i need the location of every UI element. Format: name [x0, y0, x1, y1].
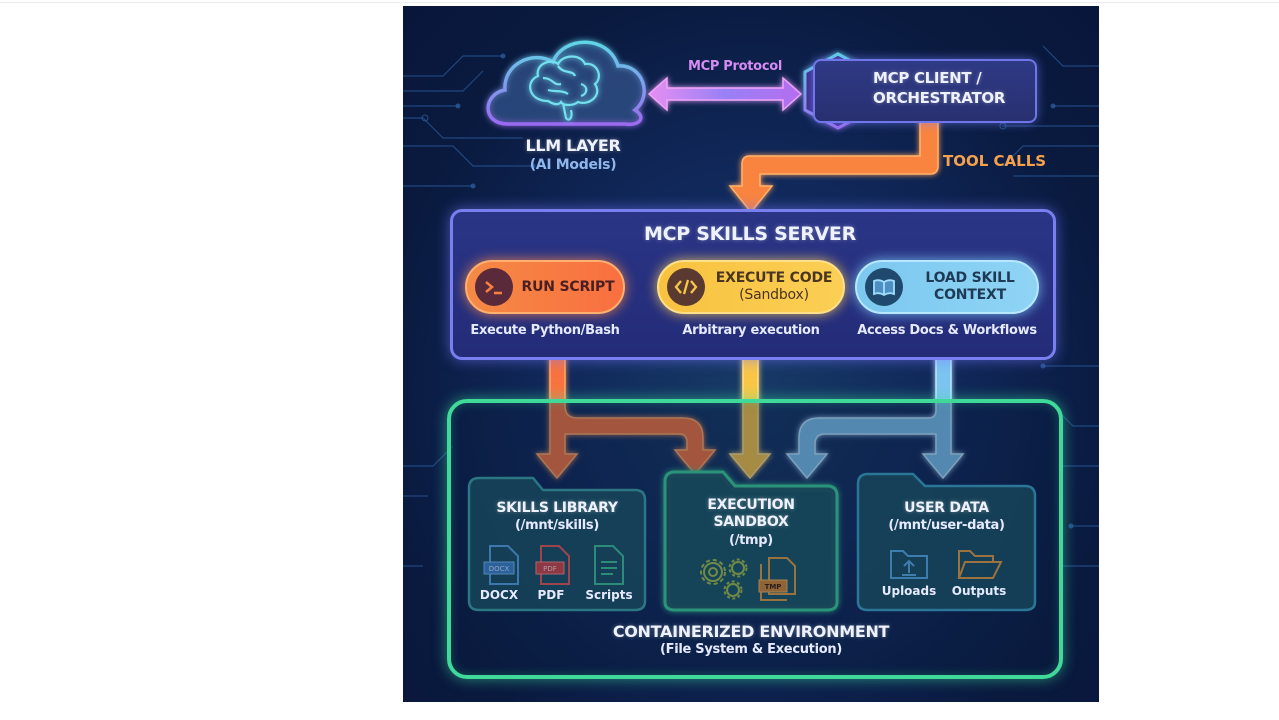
docx-file-icon: [483, 545, 519, 585]
execute-code-arrow: [728, 353, 772, 480]
mcp-skills-server-title: MCP SKILLS SERVER: [644, 223, 856, 245]
mcp-client-line2: ORCHESTRATOR: [873, 89, 1006, 107]
load-skill-line2: CONTEXT: [934, 287, 1006, 303]
tool-calls-label: TOOL CALLS: [943, 152, 1047, 170]
open-folder-icon: [957, 550, 1003, 579]
skills-library-path: (/mnt/skills): [515, 518, 599, 533]
circuit-lines-left: [403, 55, 533, 567]
mcp-client-label: MCP CLIENT / ORCHESTRATOR: [873, 68, 1031, 108]
load-skill-arrows: [785, 353, 965, 480]
mcp-client-line1: MCP CLIENT /: [873, 69, 982, 87]
user-data-title: USER DATA: [904, 500, 989, 516]
execute-code-line1: EXECUTE CODE: [715, 270, 833, 286]
run-script-tool: RUN SCRIPT: [465, 260, 625, 314]
run-script-arrows: [535, 353, 717, 480]
load-skill-label: LOAD SKILL CONTEXT: [903, 270, 1037, 304]
cloud-icon: [486, 40, 646, 127]
execute-code-caption: Arbitrary execution: [682, 323, 820, 338]
outputs-label: Outputs: [951, 584, 1007, 598]
brain-icon: [529, 55, 600, 121]
run-script-label: RUN SCRIPT: [513, 279, 623, 296]
execute-code-tool: EXECUTE CODE (Sandbox): [657, 260, 845, 314]
svg-text:TMP: TMP: [765, 583, 782, 591]
skills-library-folder: [467, 476, 647, 612]
load-skill-line1: LOAD SKILL: [925, 270, 1015, 286]
llm-layer-subtitle: (AI Models): [529, 157, 617, 173]
terminal-icon: [475, 268, 513, 306]
svg-text:PDF: PDF: [543, 565, 557, 573]
architecture-diagram: DOCX PDF TMP: [403, 6, 1099, 702]
load-skill-context-tool: LOAD SKILL CONTEXT: [855, 260, 1039, 314]
execution-sandbox-line1: EXECUTION: [707, 497, 795, 513]
mcp-protocol-arrow: [647, 76, 803, 112]
load-skill-caption: Access Docs & Workflows: [857, 323, 1037, 338]
execute-code-label: EXECUTE CODE (Sandbox): [705, 270, 843, 304]
page-top-border: [0, 2, 1279, 3]
execution-sandbox-title: EXECUTION SANDBOX: [665, 497, 837, 531]
tool-calls-arrow: [728, 118, 939, 214]
code-icon: [667, 268, 705, 306]
docx-label: DOCX: [479, 588, 519, 602]
execution-sandbox-path: (/tmp): [729, 533, 773, 548]
mcp-protocol-label: MCP Protocol: [687, 59, 783, 74]
llm-layer-title: LLM LAYER: [525, 136, 621, 155]
containerized-environment-box: [447, 399, 1063, 679]
user-data-path: (/mnt/user-data): [888, 518, 1005, 533]
run-script-line1: RUN SCRIPT: [521, 278, 615, 295]
skills-library-title: SKILLS LIBRARY: [496, 500, 618, 516]
upload-folder-icon: [890, 550, 928, 579]
execute-code-line2: (Sandbox): [739, 287, 809, 303]
book-icon: [865, 268, 903, 306]
circuit-lines-right: [1002, 45, 1099, 567]
scripts-label: Scripts: [585, 588, 633, 602]
script-file-icon: [594, 545, 624, 585]
containerized-environment-subtitle: (File System & Execution): [660, 642, 842, 657]
svg-text:DOCX: DOCX: [489, 565, 510, 573]
pdf-file-icon: [535, 545, 570, 585]
pdf-label: PDF: [537, 588, 565, 602]
run-script-caption: Execute Python/Bash: [470, 323, 620, 338]
uploads-label: Uploads: [881, 584, 937, 598]
containerized-environment-title: CONTAINERIZED ENVIRONMENT: [612, 622, 890, 641]
execution-sandbox-line2: SANDBOX: [713, 514, 789, 530]
gears-icon: [700, 558, 748, 600]
tmp-files-icon: [758, 557, 796, 601]
mcp-client-box: [813, 59, 1037, 123]
